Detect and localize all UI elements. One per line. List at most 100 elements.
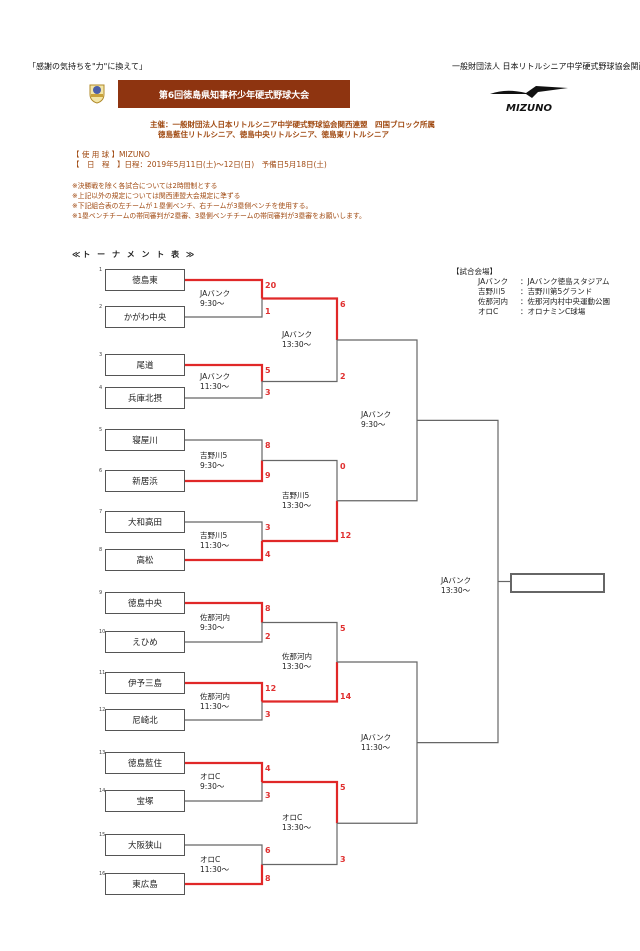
bracket-line xyxy=(185,864,264,886)
team-seed: 12 xyxy=(99,707,106,713)
match-venue: 吉野川5 xyxy=(200,450,228,460)
team-box: 尼崎北 xyxy=(105,709,185,731)
bracket-line xyxy=(185,278,264,299)
match-venue: オロC xyxy=(200,772,221,781)
team-box: 徳島東 xyxy=(105,269,185,291)
champion-box xyxy=(510,573,605,593)
match-time: 9:30～ xyxy=(200,460,225,470)
team-box: 徳島中央 xyxy=(105,592,185,614)
team-box: かがわ中央 xyxy=(105,306,185,328)
note: ※下記組合表の左チームが１塁側ベンチ、右チームが3塁側ベンチを使用する。 xyxy=(72,202,313,210)
team-box: 高松 xyxy=(105,549,185,571)
match-time: 9:30～ xyxy=(200,298,225,308)
match-time: 11:30～ xyxy=(200,701,230,711)
team-seed: 4 xyxy=(99,385,103,391)
score: 0 xyxy=(340,461,346,471)
score: 3 xyxy=(265,388,271,397)
score: 3 xyxy=(265,710,271,719)
schedule-value: 日程：2019年5月11日(土)～12日(日) 予備日5月18日(土) xyxy=(124,160,327,169)
match-time: 11:30～ xyxy=(200,541,230,550)
score: 3 xyxy=(340,854,346,864)
ball-value: MIZUNO xyxy=(119,150,150,159)
match-time: 13:30～ xyxy=(282,823,312,833)
match-venue: JAバンク xyxy=(200,371,231,381)
rules-notes: ※決勝戦を除く各試合については2時間制とする ※上記以外の規定については関西連盟… xyxy=(72,181,366,221)
match-time: 13:30～ xyxy=(282,340,312,349)
bracket-line xyxy=(185,701,263,721)
team-seed: 3 xyxy=(99,352,103,358)
score: 1 xyxy=(265,307,271,316)
match-venue: 佐那河内 xyxy=(200,691,230,701)
score: 5 xyxy=(340,783,346,792)
bracket-line xyxy=(185,298,263,318)
bracket-line xyxy=(185,460,264,483)
mizuno-logo-icon: MIZUNO xyxy=(490,86,568,114)
match-venue: 佐那河内 xyxy=(282,652,312,661)
bracket-line xyxy=(185,381,263,399)
score: 8 xyxy=(265,441,271,450)
team-box: 宝塚 xyxy=(105,790,185,812)
score: 6 xyxy=(340,299,346,309)
match-venue: JAバンク xyxy=(441,575,472,585)
match-venue: JAバンク xyxy=(282,330,313,339)
team-seed: 8 xyxy=(99,547,103,553)
bracket-line xyxy=(185,622,263,643)
score: 12 xyxy=(265,684,277,693)
team-box: 大阪狭山 xyxy=(105,834,185,856)
team-seed: 7 xyxy=(99,509,103,515)
match-time: 11:30～ xyxy=(200,381,230,391)
note: ※決勝戦を除く各試合については2時間制とする xyxy=(72,182,218,190)
bracket-line xyxy=(185,521,263,541)
match-time: 9:30～ xyxy=(200,782,225,791)
team-seed: 11 xyxy=(99,670,106,676)
team-box: えひめ xyxy=(105,631,185,653)
venue-heading: 【試合会場】 xyxy=(452,267,497,276)
team-seed: 9 xyxy=(99,590,103,596)
bracket-line xyxy=(185,782,263,802)
bracket-line xyxy=(185,363,264,382)
score: 4 xyxy=(265,764,271,773)
score: 12 xyxy=(340,531,352,540)
venue-item: オロC：オロナミンC球場 xyxy=(478,307,586,316)
score: 9 xyxy=(265,471,271,480)
venue-item: 吉野川5：吉野川第5グランド xyxy=(478,287,593,296)
note: ※1塁ベンチチームの帯同審判が2塁審、3塁側ベンチチームの帯同審判が3塁審をお願… xyxy=(72,212,366,220)
match-time: 9:30～ xyxy=(200,622,225,632)
match-venue: 吉野川5 xyxy=(200,531,228,540)
score: 20 xyxy=(265,281,277,290)
score: 2 xyxy=(340,371,346,381)
score: 8 xyxy=(265,604,271,613)
match-time: 9:30～ xyxy=(361,420,386,430)
team-seed: 5 xyxy=(99,427,103,433)
bracket-line xyxy=(262,459,338,501)
score: 2 xyxy=(265,632,271,641)
bracket-line xyxy=(262,297,339,340)
team-seed: 6 xyxy=(99,468,103,474)
team-box: 新居浜 xyxy=(105,470,185,492)
team-seed: 15 xyxy=(99,832,106,838)
ball-label: 【 使 用 球 】 xyxy=(72,150,120,159)
venue-item: JAバンク：JAバンク徳島スタジアム xyxy=(478,277,610,286)
team-box: 寝屋川 xyxy=(105,429,185,451)
tournament-info: 【 使 用 球 】MIZUNO 【 日 程 】日程：2019年5月11日(土)～… xyxy=(72,150,327,170)
match-venue: オロC xyxy=(282,813,303,823)
team-box: 東広島 xyxy=(105,873,185,895)
match-time: 13:30～ xyxy=(441,585,471,595)
schedule-label: 【 日 程 】 xyxy=(72,160,125,169)
score: 3 xyxy=(265,523,271,532)
tournament-title: 第6回徳島県知事杯少年硬式野球大会 xyxy=(118,80,350,108)
score: 8 xyxy=(265,874,271,883)
match-time: 13:30～ xyxy=(282,500,312,510)
bracket-line xyxy=(185,541,264,562)
note: ※上記以外の規定については関西連盟大会規定に準ずる xyxy=(72,192,241,200)
